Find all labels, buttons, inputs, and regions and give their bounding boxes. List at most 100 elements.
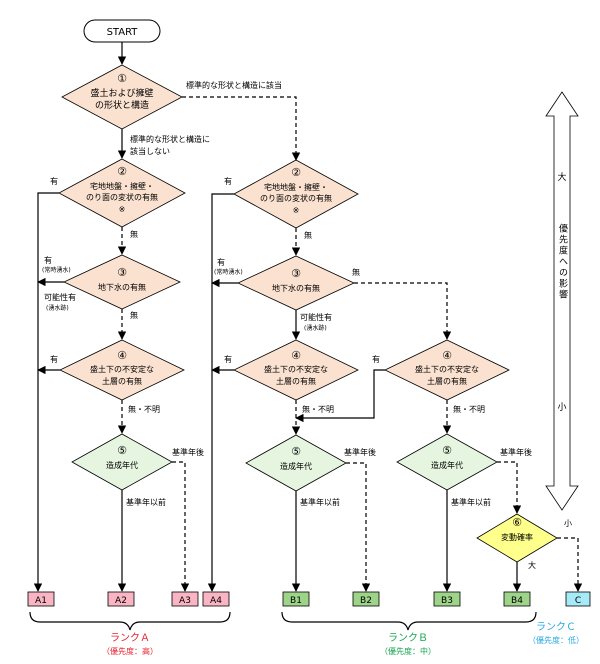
svg-text:A2: A2: [115, 596, 127, 606]
label-yes-n3L: 有: [44, 255, 52, 265]
label-none-unknown-n4M: 無・不明: [302, 404, 334, 414]
edge-n3M-no: [354, 282, 452, 340]
decision-6-line1: 変動確率: [501, 532, 533, 542]
result-B1: B1: [282, 591, 310, 607]
result-A3: A3: [171, 591, 199, 607]
decision-2-mid-line1: 宅地地盤・擁壁・: [264, 182, 328, 192]
decision-4-right-line2: 土層の有無: [427, 376, 467, 386]
label-after-n5L: 基準年後: [172, 447, 204, 457]
edge-n4R-yes: [295, 369, 385, 423]
label-possible-n3M: 可能性有: [300, 312, 332, 322]
label-before-n5R: 基準年以前: [451, 497, 491, 507]
decision-2-left-line2: のり面の変状の有無: [86, 192, 158, 202]
edge-n2M-yes-A4: [207, 193, 234, 592]
decision-2-mid-line2: のり面の変状の有無: [260, 193, 332, 203]
brace-rank-a: [29, 611, 231, 631]
label-yes-n4R: 有: [372, 354, 380, 364]
label-before-n5L: 基準年以前: [126, 497, 166, 507]
label-no-n2L: 無: [130, 229, 138, 239]
scale-big: 大: [557, 171, 566, 183]
decision-5-mid: ⑤ 造成年代: [245, 434, 347, 492]
result-A4: A4: [202, 591, 230, 607]
decision-4-mid-num: ④: [291, 349, 301, 362]
svg-text:C: C: [575, 596, 581, 606]
decision-5-mid-num: ⑤: [291, 445, 301, 458]
label-yes-n2L: 有: [50, 176, 58, 186]
decision-5-left-line1: 造成年代: [106, 460, 138, 470]
decision-4-left-num: ④: [117, 349, 127, 362]
label-yes-n4L: 有: [50, 354, 58, 364]
rank-c-name: ランクＣ: [536, 621, 576, 633]
label-not-standard-1: 標準的な形状と構造に: [130, 134, 210, 144]
decision-3-left-line1: 地下水の有無: [98, 282, 146, 292]
decision-1-line2: の形状と構造: [95, 99, 149, 111]
label-no-n3M: 無: [352, 267, 360, 277]
rank-c-prio: （優先度：低）: [528, 635, 584, 645]
decision-2-left-line3: ※: [119, 205, 126, 214]
label-before-n5M: 基準年以前: [300, 497, 340, 507]
decision-4-right-line1: 盛土下の不安定な: [415, 364, 479, 374]
decision-2-left-line1: 宅地地盤・擁壁・: [90, 181, 154, 191]
label-yes-n2M: 有: [224, 176, 232, 186]
decision-4-mid-line1: 盛土下の不安定な: [264, 364, 328, 374]
label-after-n5M: 基準年後: [344, 447, 376, 457]
label-large-n6: 大: [528, 560, 536, 570]
label-spring-trace-n3M: (湧水跡): [304, 324, 327, 332]
decision-4-right-num: ④: [442, 349, 452, 362]
svg-text:A1: A1: [35, 596, 47, 606]
decision-5-left-num: ⑤: [117, 444, 127, 457]
label-possible-n3L: 可能性有: [44, 292, 76, 302]
svg-text:B3: B3: [441, 596, 453, 606]
label-yes-n3M: 有: [217, 257, 225, 267]
brace-rank-b: [281, 611, 537, 631]
edge-n6-small-C: [557, 537, 583, 592]
label-spring-always-n3L: (常時湧水): [42, 266, 71, 274]
decision-5-left: ⑤ 造成年代: [71, 433, 173, 491]
scale-label: 優先度への影響: [557, 222, 568, 300]
decision-1: ① 盛土および擁壁 の形状と構造: [61, 64, 183, 130]
edge-n5M-after-B2: [346, 462, 371, 592]
label-spring-always-n3M: (常時湧水): [214, 268, 243, 276]
decision-1-num: ①: [117, 72, 127, 85]
scale-small: 小: [557, 402, 566, 413]
svg-text:B1: B1: [290, 596, 302, 606]
decision-2-left-num: ②: [117, 165, 127, 178]
rank-a-prio: （優先度：高）: [102, 646, 158, 656]
decision-2-mid-num: ②: [291, 166, 301, 179]
decision-2-mid-line3: ※: [293, 206, 300, 215]
label-after-n5R: 基準年後: [500, 447, 532, 457]
label-no-n3L: 無: [130, 310, 138, 320]
rank-a-name: ランクＡ: [110, 632, 150, 644]
label-no-n2M: 無: [304, 230, 312, 240]
decision-4-left-line2: 土層の有無: [102, 376, 142, 386]
rank-b-prio: （優先度：中）: [380, 646, 436, 656]
decision-3-left-num: ③: [117, 266, 127, 279]
decision-3-mid-num: ③: [291, 267, 301, 280]
label-small-n6: 小: [564, 519, 572, 528]
result-B2: B2: [352, 591, 380, 607]
start-label: START: [107, 27, 139, 38]
label-not-standard-2: 該当しない: [130, 146, 170, 156]
label-none-unknown-n4L: 無・不明: [128, 404, 160, 414]
label-none-unknown-n4R: 無・不明: [453, 404, 485, 414]
decision-4-mid: ④ 盛土下の不安定な 土層の有無: [233, 339, 359, 401]
decision-4-left: ④ 盛土下の不安定な 土層の有無: [59, 339, 185, 401]
decision-6: ⑥ 変動確率: [476, 513, 558, 563]
decision-6-num: ⑥: [512, 516, 522, 529]
decision-2-mid: ② 宅地地盤・擁壁・ のり面の変状の有無 ※: [233, 159, 359, 229]
rank-b-name: ランクＢ: [388, 632, 428, 644]
decision-3-mid: ③ 地下水の有無: [237, 255, 355, 311]
start-node: START: [83, 19, 161, 43]
decision-2-left: ② 宅地地盤・擁壁・ のり面の変状の有無 ※: [58, 158, 186, 228]
svg-text:B4: B4: [511, 596, 523, 606]
decision-5-mid-line1: 造成年代: [280, 461, 312, 471]
decision-3-left: ③ 地下水の有無: [63, 254, 181, 310]
decision-4-right: ④ 盛土下の不安定な 土層の有無: [384, 339, 510, 401]
result-A2: A2: [107, 591, 135, 607]
priority-scale: 大 小 優先度への影響: [545, 91, 579, 511]
decision-4-mid-line2: 土層の有無: [276, 376, 316, 386]
svg-text:A4: A4: [210, 596, 222, 606]
label-standard: 標準的な形状と構造に該当: [186, 80, 282, 90]
label-spring-trace-n3L: (湧水跡): [46, 304, 69, 312]
